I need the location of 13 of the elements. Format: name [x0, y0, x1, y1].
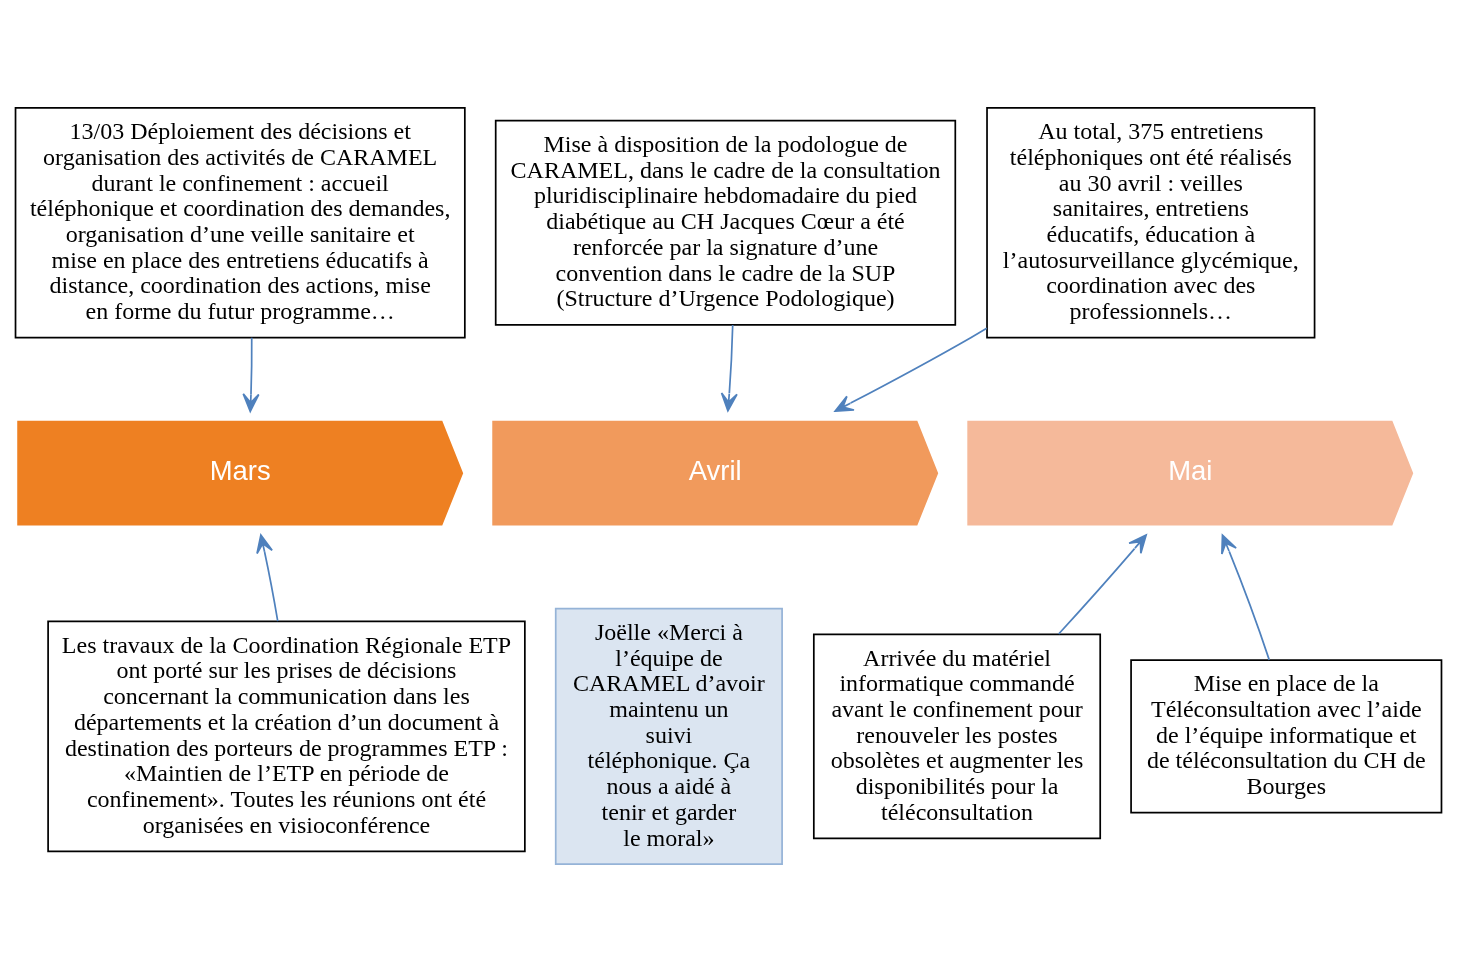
arrow	[256, 533, 279, 622]
arrow	[720, 323, 738, 412]
node-box: Les travaux de la Coordination Régionale ETP ont porté sur les prises de décisions concernant la communication dans les départements et la création d’un document à destination des porteurs de programmes ETP : «Maintien de l’ETP en période de confinement». Toutes les réunions ont été organisées en visioconférence	[47, 620, 526, 852]
node-box: Joëlle «Merci à l’équipe de CARAMEL d’avoir maintenu un suivi téléphonique. Ça nous a aidé à tenir et garder le moral»	[554, 607, 783, 865]
node-box: Arrivée du matériel informatique commandé avant le confinement pour renouveler les postes obsolètes et augmenter les disponibilités pour la téléconsultation	[812, 633, 1102, 839]
arrow	[1221, 533, 1271, 661]
node-box: Mise en place de la Téléconsultation avec l’aide de l’équipe informatique et de téléconsultation du CH de Bourges	[1130, 658, 1443, 814]
arrow	[834, 326, 988, 412]
arrow	[1057, 533, 1147, 635]
node-box: Mise à disposition de la podologue de CARAMEL, dans le cadre de la consultation pluridisciplinaire hebdomadaire du pied diabétique au CH Jacques Cœur a été renforcée par la signature d’une convention dans le cadre de la SUP (Structure d’Urgence Podologique)	[494, 119, 957, 326]
node-box: Au total, 375 entretiens téléphoniques ont été réalisés au 30 avril : veilles sanitaires, entretiens éducatifs, éducation à l’autosurveillance glycémique, coordination avec des professionnels…	[986, 106, 1316, 338]
node-box: 13/03 Déploiement des décisions et organisation des activités de CARAMEL durant le confinement : accueil téléphonique et coordination des demandes, organisation d’une veille sanitaire et mise en place des entretiens éducatifs à distance, coordination des actions, mise en forme du futur programme…	[14, 106, 466, 338]
arrow	[242, 336, 260, 412]
